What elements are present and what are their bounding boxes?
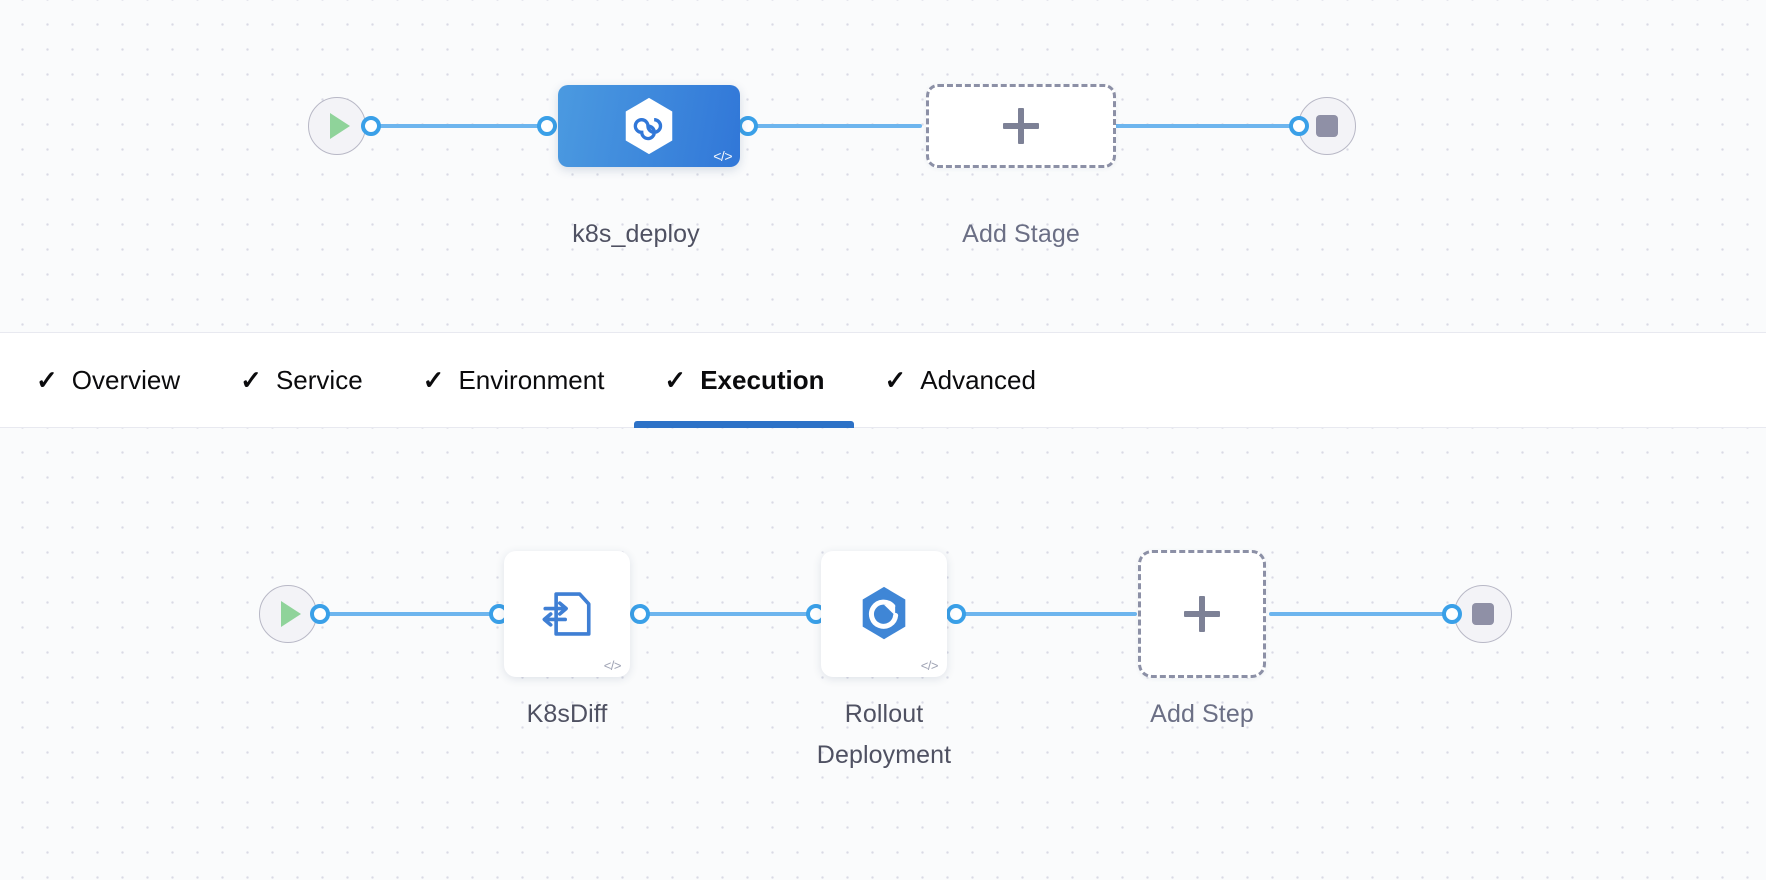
edge-rollout-to-addstep: [947, 612, 1137, 616]
port-stage-in[interactable]: [537, 116, 557, 136]
tab-execution-label: Execution: [700, 364, 825, 395]
port-exec-start-out[interactable]: [310, 604, 330, 624]
stage-label-k8s-deploy: k8s_deploy: [572, 220, 700, 248]
stop-icon: [1316, 115, 1338, 137]
port-k8sdiff-out[interactable]: [630, 604, 650, 624]
port-rollout-out[interactable]: [946, 604, 966, 624]
step-code-badge: </>: [920, 658, 939, 673]
add-step-label: Add Step: [1150, 700, 1254, 728]
tab-service-label: Service: [275, 364, 363, 395]
edge-addstage-to-end: [1110, 124, 1302, 128]
add-stage-label: Add Stage: [962, 220, 1080, 248]
stage-config-tabbar[interactable]: ✓ Overview ✓ Service ✓ Environment ✓ Exe…: [0, 332, 1766, 428]
stop-icon: [1472, 603, 1494, 625]
port-end-in[interactable]: [1289, 116, 1309, 136]
tab-service[interactable]: ✓ Service: [210, 332, 393, 428]
tab-advanced-label: Advanced: [920, 364, 1036, 395]
tab-environment[interactable]: ✓ Environment: [393, 332, 635, 428]
step-label-rollout-deployment: Rollout Deployment: [816, 700, 952, 769]
k8s-diff-document-icon: [542, 592, 591, 636]
k8s-rollout-hexagon-icon: [862, 586, 906, 640]
check-icon: ✓: [664, 365, 687, 395]
add-stage-button[interactable]: [926, 84, 1116, 168]
edge-stage-to-addstage: [740, 124, 922, 128]
pipeline-start-node[interactable]: [308, 97, 366, 155]
edge-start-to-stage: [332, 124, 556, 128]
stage-code-badge: </>: [713, 148, 732, 164]
tab-environment-label: Environment: [458, 364, 605, 395]
play-icon: [281, 601, 301, 627]
stage-node-k8s-deploy[interactable]: </>: [558, 85, 740, 167]
tab-execution[interactable]: ✓ Execution: [634, 332, 855, 428]
tab-overview-label: Overview: [71, 364, 181, 395]
stage-graph-canvas[interactable]: </> k8s_deploy Add Stage: [0, 0, 1766, 332]
play-icon: [330, 113, 350, 139]
plus-icon: [1184, 596, 1220, 632]
edge-addstep-to-end: [1269, 612, 1479, 616]
check-icon: ✓: [36, 365, 58, 395]
port-stage-out[interactable]: [738, 116, 758, 136]
port-start-out[interactable]: [361, 116, 381, 136]
tab-advanced[interactable]: ✓ Advanced: [854, 332, 1065, 428]
check-icon: ✓: [240, 365, 262, 395]
edge-k8sdiff-to-rollout: [630, 612, 820, 616]
step-label-k8sdiff: K8sDiff: [526, 700, 608, 728]
plus-icon: [1003, 108, 1039, 144]
step-node-rollout-deployment[interactable]: </>: [821, 551, 947, 677]
step-node-k8sdiff[interactable]: </>: [504, 551, 630, 677]
step-code-badge: </>: [603, 658, 622, 673]
execution-end-node[interactable]: [1454, 585, 1512, 643]
harness-hexagon-infinity-icon: [625, 97, 673, 155]
check-icon: ✓: [884, 365, 907, 395]
execution-steps-canvas[interactable]: </> K8sDiff </> Rollout Deployment Add S…: [0, 428, 1766, 880]
check-icon: ✓: [422, 365, 445, 395]
port-exec-end-in[interactable]: [1442, 604, 1462, 624]
tab-overview[interactable]: ✓ Overview: [28, 332, 210, 428]
add-step-button[interactable]: [1138, 550, 1266, 678]
edge-start-to-k8sdiff: [292, 612, 508, 616]
execution-start-node[interactable]: [259, 585, 317, 643]
